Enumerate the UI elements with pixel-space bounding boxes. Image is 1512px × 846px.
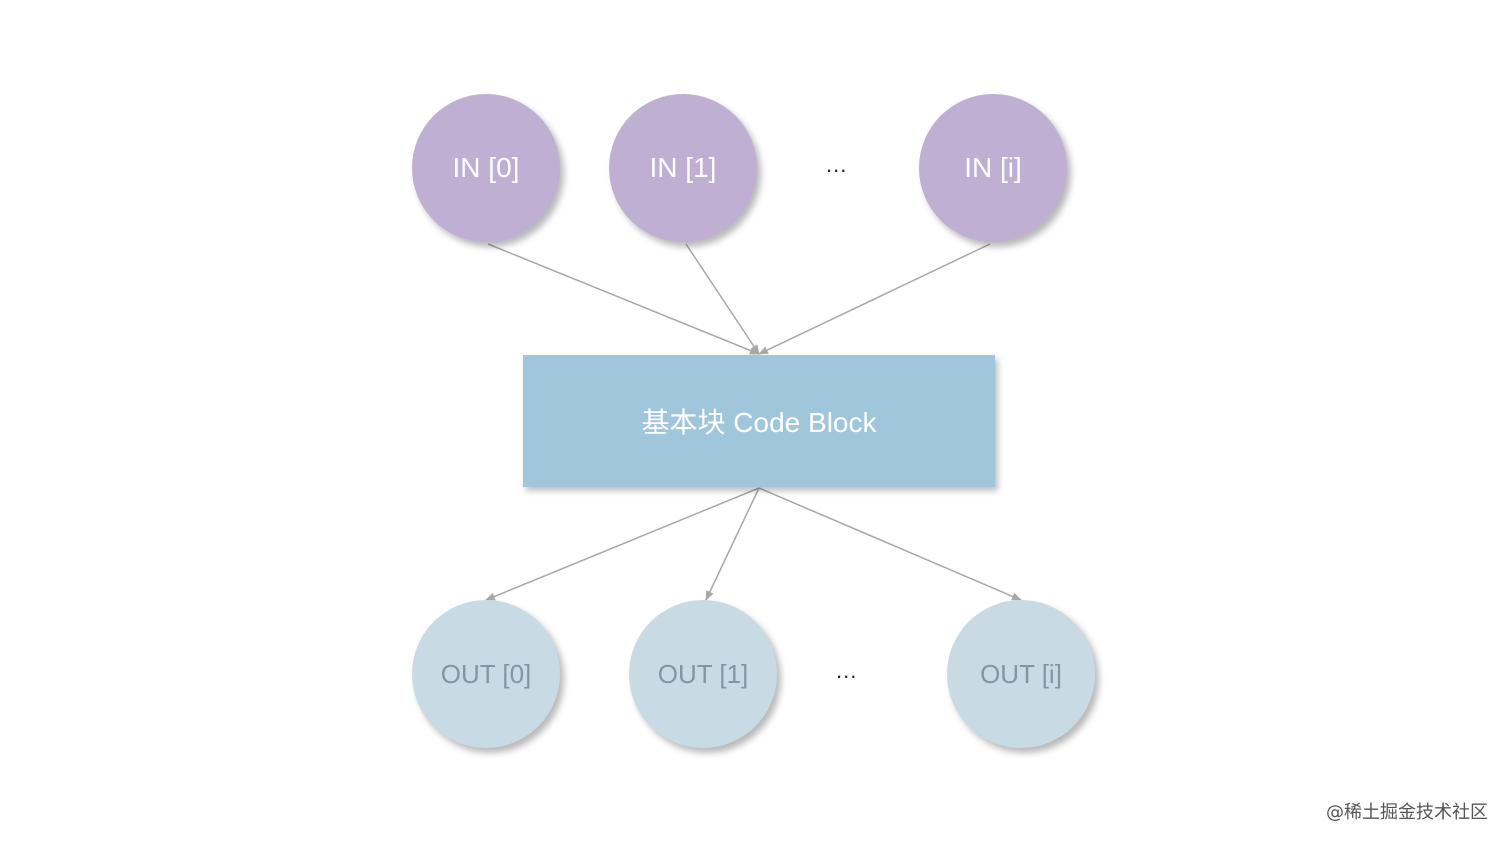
output-node-0-label: OUT [0] xyxy=(440,658,532,689)
input-node-1-label: IN [1] xyxy=(649,152,717,183)
input-node-0-label: IN [0] xyxy=(452,152,520,183)
output-node-i: OUT [i] xyxy=(947,600,1095,748)
code-block: 基本块 Code Block xyxy=(523,355,995,487)
inputs-ellipsis: ... xyxy=(826,152,848,177)
input-node-i: IN [i] xyxy=(919,94,1067,242)
input-node-i-label: IN [i] xyxy=(964,152,1022,183)
output-node-0: OUT [0] xyxy=(412,600,560,748)
edge-block-to-out1 xyxy=(705,487,760,601)
output-node-1: OUT [1] xyxy=(629,600,777,748)
edge-block-to-out0 xyxy=(485,487,760,601)
output-node-1-label: OUT [1] xyxy=(657,658,749,689)
edge-ini-to-block xyxy=(758,243,991,355)
outputs-ellipsis: ... xyxy=(836,658,858,683)
input-node-1: IN [1] xyxy=(609,94,757,242)
output-node-i-label: OUT [i] xyxy=(980,658,1062,689)
edge-block-to-outi xyxy=(758,487,1022,601)
edge-in1-to-block xyxy=(685,243,760,355)
watermark-text: @稀土掘金技术社区 xyxy=(1326,802,1488,823)
edge-in0-to-block xyxy=(487,243,760,355)
input-node-0: IN [0] xyxy=(412,94,560,242)
code-block-label: 基本块 Code Block xyxy=(641,407,877,438)
